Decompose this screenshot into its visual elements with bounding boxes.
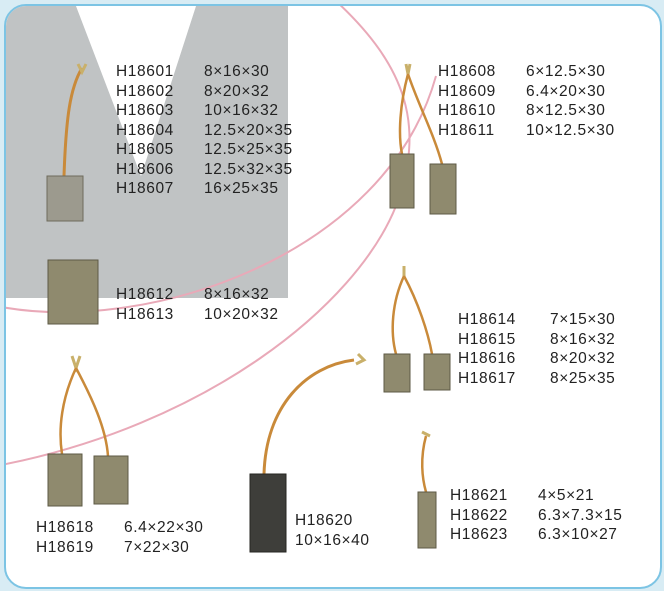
- carbon-brush-icon: [389, 63, 457, 215]
- carbon-brush-icon: [383, 266, 451, 393]
- carbon-brush-icon: [417, 430, 437, 549]
- carbon-brush-icon: [47, 355, 129, 507]
- carbon-brush-icon: [47, 259, 99, 325]
- carbon-brush-icon: [46, 63, 88, 222]
- product-item-f: H18620 10×16×40: [295, 512, 370, 549]
- carbon-brush-icon: [249, 352, 367, 553]
